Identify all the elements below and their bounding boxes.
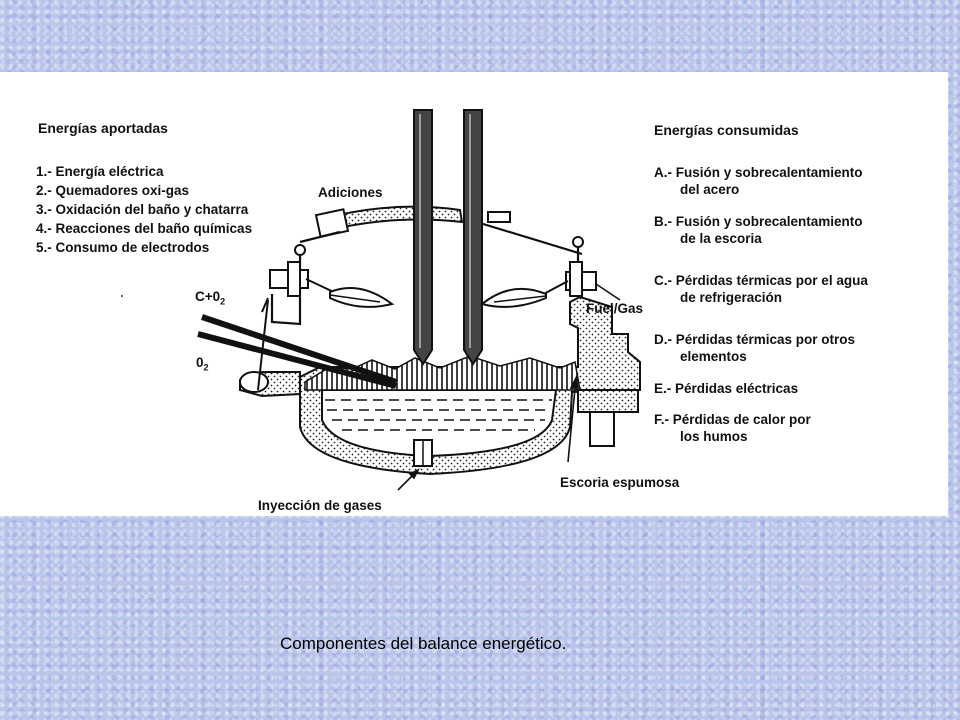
energy-input-item-2: 2.- Quemadores oxi-gas	[36, 183, 190, 198]
energy-input-item-3: 3.- Oxidación del baño y chatarra	[36, 202, 249, 217]
energy-consumed-item-d: D.- Pérdidas térmicas por otros elemento…	[654, 332, 856, 364]
carbon-oxygen-label: C+02	[195, 289, 226, 307]
leader-lines	[397, 283, 621, 491]
energy-consumed-title: Energías consumidas	[654, 122, 799, 138]
caption-text: Componentes del balance energético	[280, 634, 562, 653]
caption: Componentes del balance energético.	[280, 634, 566, 654]
oxygen-label: 02	[196, 355, 209, 373]
oxygen-lances	[197, 297, 397, 391]
energy-consumed-item-f: F.- Pérdidas de calor por los humos	[654, 412, 811, 444]
fuel-gas-label: Fuel/Gas	[586, 301, 644, 316]
caption-suffix: .	[561, 634, 567, 653]
energy-input-item-1: 1.- Energía eléctrica	[36, 164, 164, 179]
electrodes	[413, 109, 483, 366]
furnace-illustration	[121, 109, 641, 491]
foamy-slag-label: Escoria espumosa	[560, 475, 680, 490]
energy-input-title: Energías aportadas	[38, 120, 168, 136]
energy-consumed-item-e: E.- Pérdidas eléctricas	[654, 381, 799, 396]
energy-input-item-5: 5.- Consumo de electrodos	[36, 240, 210, 255]
energy-consumed-item-c: C.- Pérdidas térmicas por el agua de ref…	[654, 273, 868, 305]
energy-consumed-item-b: B.- Fusión y sobrecalentamiento de la es…	[654, 214, 863, 246]
oxy-gas-burners	[269, 261, 597, 308]
energy-input-item-4: 4.- Reacciones del baño químicas	[36, 221, 253, 236]
energy-consumed-item-a: A.- Fusión y sobrecalentamiento del acer…	[654, 165, 863, 197]
furnace-shell	[239, 295, 641, 476]
diagram-panel: Energías aportadas 1.- Energía eléctrica…	[0, 72, 948, 516]
gas-injection-label: Inyección de gases	[258, 498, 382, 513]
additions-label: Adiciones	[318, 185, 383, 200]
